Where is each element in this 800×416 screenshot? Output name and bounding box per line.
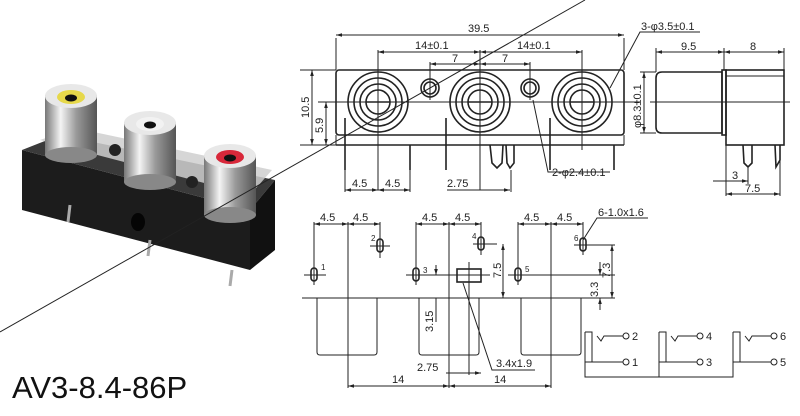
dim-3-3: 3.3 [589, 282, 601, 297]
schematic: 2 1 4 3 6 5 [0, 0, 786, 378]
dim-pad-size: 6-1.0x1.6 [598, 207, 644, 219]
dim-7-5: 7.5 [492, 263, 504, 278]
white-jack [124, 111, 176, 190]
dim-height: 10.5 [300, 97, 312, 118]
dim-body-depth: 8 [750, 41, 756, 53]
dim-barrel-length: 9.5 [681, 41, 696, 53]
dim-pitch-left: 14±0.1 [415, 40, 449, 52]
dim-offset: 4.5 [320, 212, 335, 224]
dim-7-3: 7.3 [601, 263, 613, 278]
pin-number-6: 6 [574, 234, 579, 243]
dim-center-height: 5.9 [314, 118, 326, 133]
schematic-pin-1: 1 [632, 357, 638, 369]
dim-post-size: 3.4x1.9 [496, 358, 532, 370]
dim-post-offset: 2.75 [447, 178, 468, 190]
dim-pin-span: 7.5 [745, 183, 760, 195]
dim-half-pitch-right: 7 [502, 53, 508, 65]
dim-offset: 4.5 [353, 212, 368, 224]
pin-number-3: 3 [423, 266, 428, 275]
product-photo [22, 84, 275, 287]
dim-barrel-diameter: φ8.3±0.1 [632, 84, 644, 128]
dim-pin-offset: 3 [732, 170, 738, 182]
schematic-pin-3: 3 [706, 357, 712, 369]
dim-3-15: 3.15 [424, 311, 436, 332]
dim-pitch-right: 14 [494, 374, 506, 386]
pin-number-1: 1 [321, 263, 326, 272]
dim-pitch-right: 14±0.1 [517, 40, 551, 52]
schematic-pin-4: 4 [706, 331, 712, 343]
red-jack [204, 144, 256, 223]
dim-small-holes: 2-φ2.4±0.1 [552, 167, 606, 179]
dim-jack-hole: 3-φ3.5±0.1 [641, 21, 695, 33]
dim-half-pitch-left: 7 [452, 53, 458, 65]
front-view: 39.5 14±0.1 14±0.1 7 7 3-φ3.5±0.1 10.5 5… [300, 21, 700, 192]
pin-number-2: 2 [371, 234, 376, 243]
dim-pin-offset-right: 4.5 [385, 178, 400, 190]
dim-offset: 4.5 [422, 212, 437, 224]
dim-pin-offset-left: 4.5 [352, 178, 367, 190]
dim-overall-width: 39.5 [468, 23, 489, 35]
yellow-jack [45, 84, 97, 163]
dim-2-75: 2.75 [417, 362, 438, 374]
part-number-title: AV3-8.4-86P [12, 370, 188, 405]
dim-pitch-left: 14 [392, 374, 404, 386]
schematic-pin-6: 6 [780, 331, 786, 343]
dim-offset: 4.5 [524, 212, 539, 224]
pin-number-4: 4 [472, 232, 477, 241]
side-view: 9.5 8 φ8.3±0.1 3 7.5 [632, 41, 790, 196]
bottom-view: 1 2 3 4 5 6 4.5 4.5 4.5 4.5 4.5 4.5 6-1.… [302, 207, 648, 388]
dim-offset: 4.5 [557, 212, 572, 224]
schematic-pin-2: 2 [632, 331, 638, 343]
pin-number-5: 5 [525, 265, 530, 274]
dim-offset: 4.5 [455, 212, 470, 224]
schematic-pin-5: 5 [780, 357, 786, 369]
